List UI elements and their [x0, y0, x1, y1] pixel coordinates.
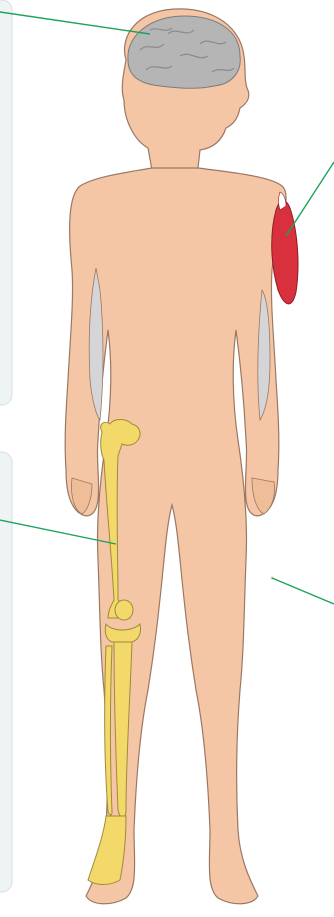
body-figure — [65, 9, 286, 904]
brain-icon — [128, 16, 240, 88]
callout-panel-bottom-left — [0, 452, 12, 892]
callout-line-skin — [272, 578, 334, 604]
callout-line-brain — [0, 12, 150, 34]
callout-panel-top-left — [0, 0, 12, 405]
callout-line-biceps — [286, 162, 334, 236]
torso-and-limbs — [65, 168, 286, 904]
